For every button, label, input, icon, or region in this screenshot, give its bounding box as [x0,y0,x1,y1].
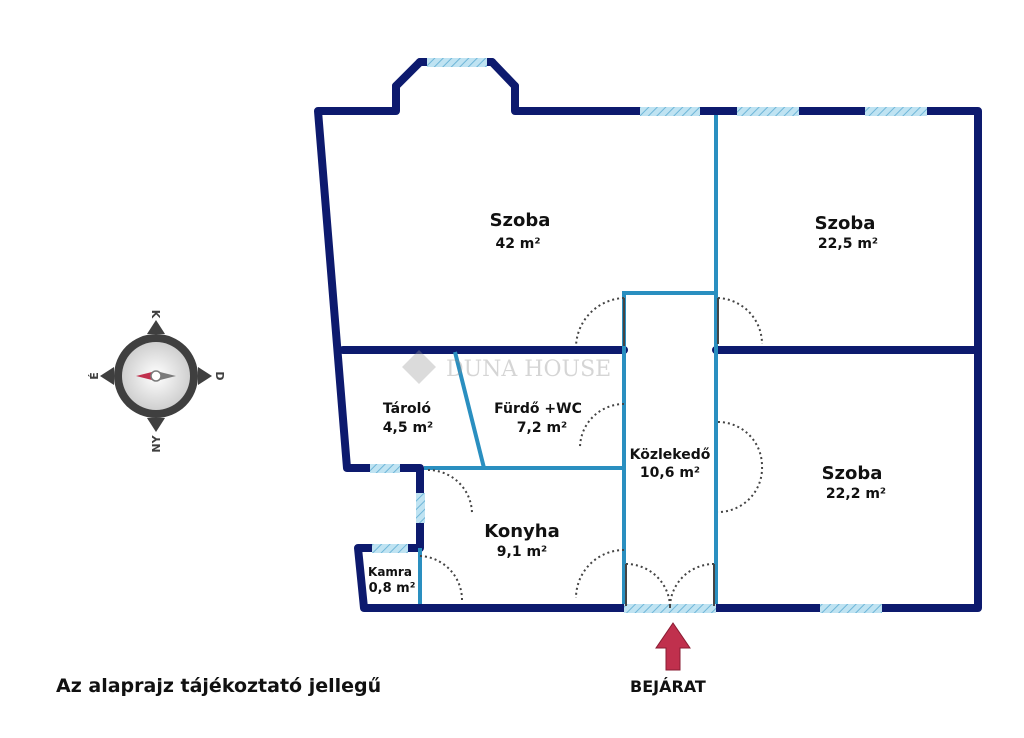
room-area: 22,5 m² [818,236,878,252]
door-leaves [623,298,719,608]
room-name: Konyha [484,521,560,542]
compass-tick-west [100,367,114,385]
door-arc [579,403,625,449]
window [640,107,700,116]
room-name: Szoba [490,210,551,231]
room-area: 4,5 m² [383,420,433,436]
compass-label-north: K [149,310,162,319]
window [865,107,927,116]
room-area: 22,2 m² [826,486,886,502]
door-arc [419,555,464,601]
window [372,544,408,553]
window [427,58,487,67]
room-area: 10,6 m² [640,465,700,481]
door-arc [575,297,625,347]
inner-walls [418,115,718,604]
compass-tick-north [147,320,165,334]
entrance-arrow [655,622,691,671]
watermark: DUNA HOUSE [402,350,611,384]
disclaimer-note: Az alaprajz tájékoztató jellegű [56,675,382,697]
outer-walls [314,58,982,612]
window [370,464,400,473]
compass-tick-south [147,418,165,432]
door-arc [427,469,473,515]
door-arc [717,297,764,345]
room-name: Szoba [815,213,876,234]
room-area: 0,8 m² [369,581,416,596]
entrance-label: BEJÁRAT [630,677,706,696]
svg-text:DUNA HOUSE: DUNA HOUSE [446,357,611,382]
door-arc [717,421,764,514]
windows [370,58,927,613]
window [737,107,799,116]
compass-rose: K D NY É [88,310,226,453]
room-name: Szoba [822,463,883,484]
room-name: Közlekedő [630,447,711,463]
door-arc [669,562,715,607]
room-name: Kamra [368,565,412,579]
room-labels: Szoba 42 m² Szoba 22,5 m² Tároló 4,5 m² … [368,210,886,596]
room-name: Fürdő +WC [494,401,582,417]
door-arc [625,562,671,607]
room-area: 9,1 m² [497,544,547,560]
room-area: 42 m² [495,236,540,252]
doors [419,297,764,607]
compass-label-west: É [88,372,101,380]
compass-label-south: NY [150,434,163,452]
window [416,493,425,523]
window [820,604,882,613]
door-arc [575,549,625,599]
entrance-door-threshold [624,604,716,613]
room-name: Tároló [383,401,432,417]
compass-label-east: D [213,371,226,380]
compass-center [150,370,162,382]
compass-tick-east [198,367,212,385]
room-area: 7,2 m² [517,420,567,436]
